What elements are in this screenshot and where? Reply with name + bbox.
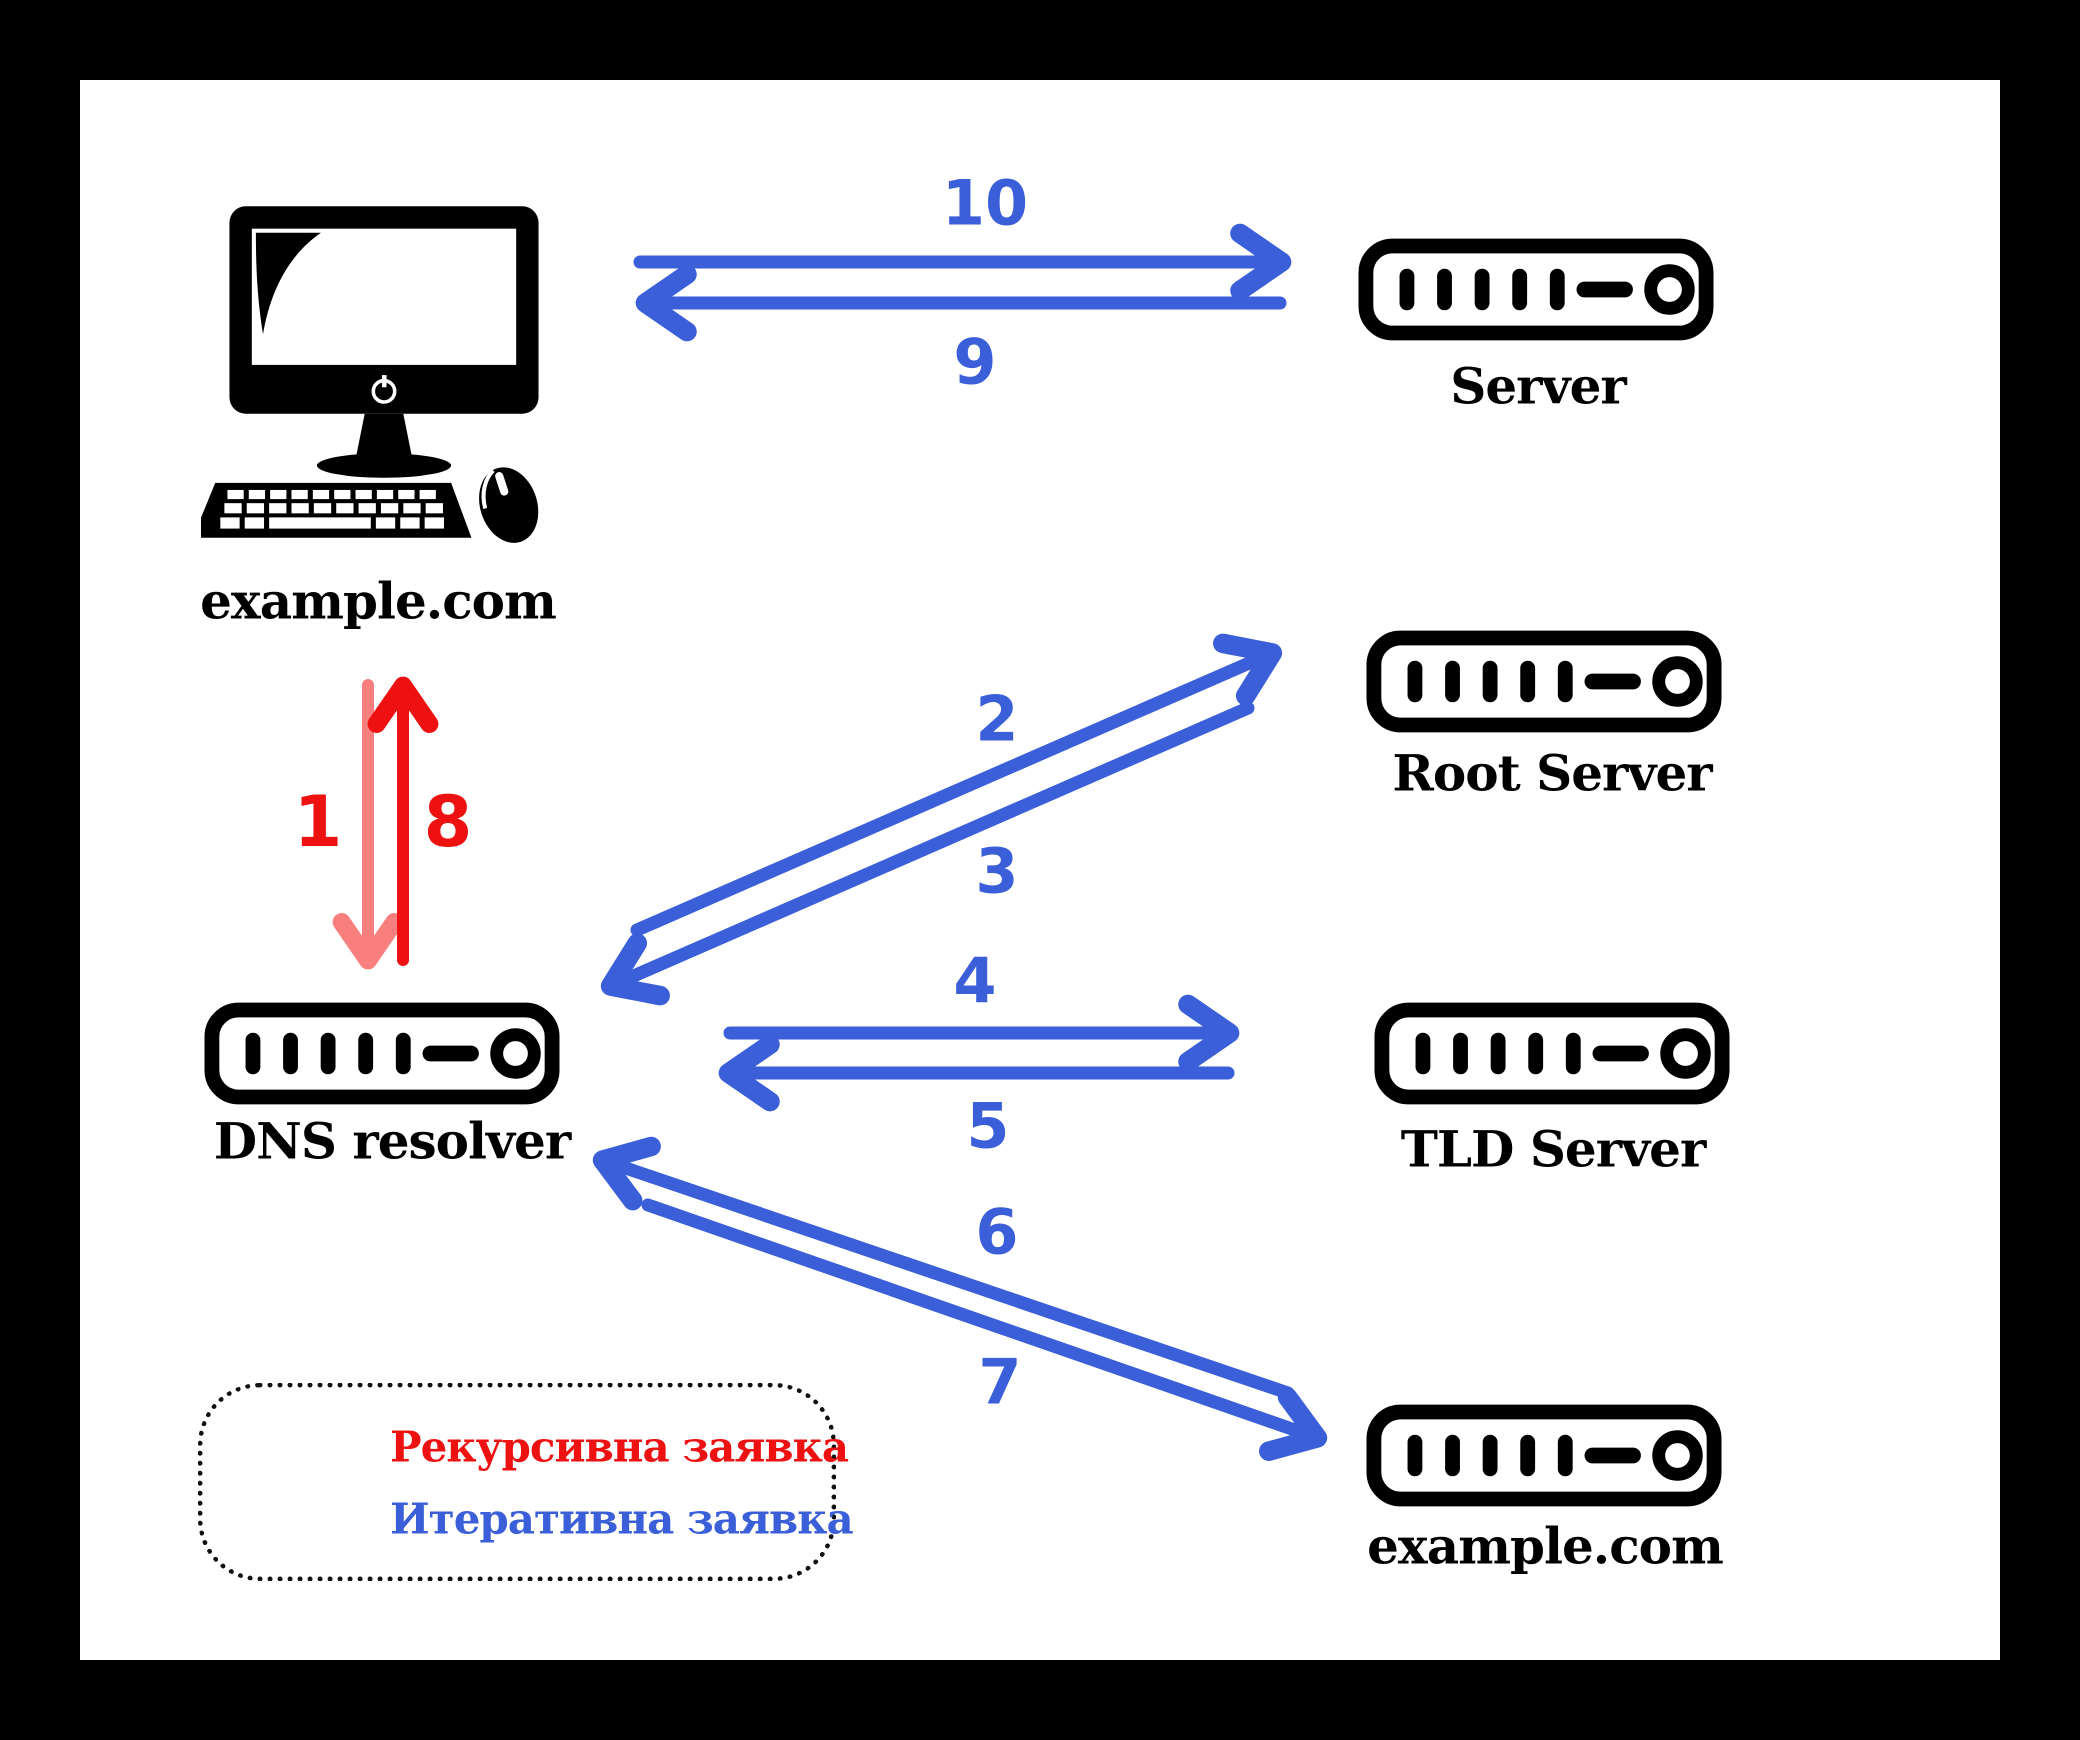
step-5-label: 5 (966, 1089, 1010, 1163)
legend-box (198, 1383, 836, 1581)
authoritative-server-icon (1366, 1404, 1722, 1507)
dns-resolver-label: DNS resolver (213, 1111, 571, 1171)
step-1-label: 1 (293, 781, 343, 863)
mouse-icon (479, 467, 539, 543)
arrow-step-7 (641, 1198, 1328, 1461)
step-2-label: 2 (975, 682, 1019, 756)
tld-server-label: TLD Server (1400, 1119, 1707, 1179)
step-7-label: 7 (978, 1345, 1022, 1419)
step-10-label: 10 (941, 166, 1029, 240)
desktop-computer-icon (201, 206, 539, 543)
legend-iterative-label: Итеративна заявка (390, 1494, 854, 1544)
authoritative-server-label: example.com (1367, 1516, 1724, 1576)
step-3-label: 3 (975, 834, 1019, 908)
step-9-label: 9 (953, 325, 997, 399)
step-8-label: 8 (423, 781, 473, 863)
client-label: example.com (200, 571, 557, 631)
dns-resolver-icon (204, 1002, 560, 1105)
arrow-step-3 (600, 701, 1255, 1006)
root-server-icon (1366, 630, 1722, 733)
arrow-step-6 (592, 1136, 1295, 1400)
root-server-label: Root Server (1392, 743, 1712, 803)
arrow-step-2 (630, 633, 1283, 937)
web-server-icon (1358, 238, 1714, 341)
legend-recursive-label: Рекурсивна заявка (390, 1422, 849, 1472)
step-6-label: 6 (975, 1195, 1019, 1269)
web-server-label: Server (1450, 356, 1626, 416)
step-4-label: 4 (953, 944, 997, 1018)
tld-server-icon (1374, 1002, 1730, 1105)
